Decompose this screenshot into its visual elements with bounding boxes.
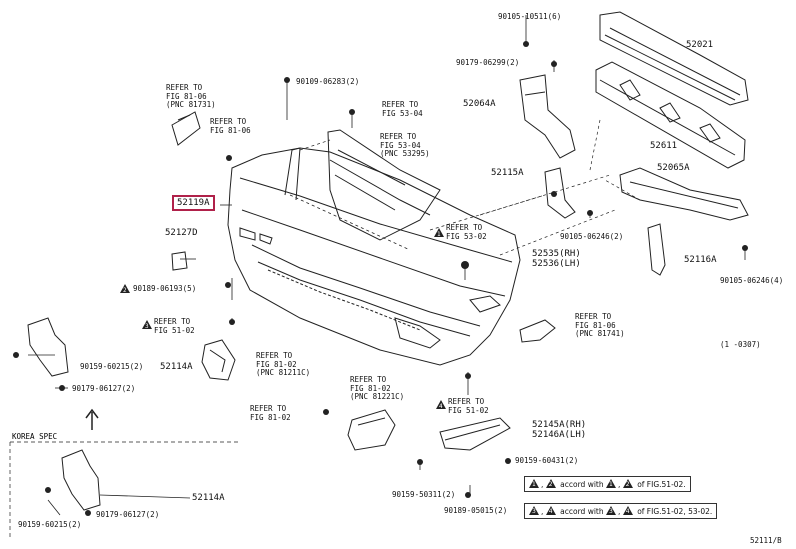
bolt-label[interactable]: 90159-60215(2) <box>18 520 82 529</box>
absorber-52611 <box>595 61 746 169</box>
part-52535[interactable]: 52535(RH) <box>532 249 581 259</box>
bolt-label[interactable]: 90105-10511(6) <box>498 12 562 21</box>
bolt-label[interactable]: 90159-60215(2) <box>80 362 144 371</box>
warning-triangle-icon: 3 <box>142 320 154 330</box>
part-52114A-top[interactable]: 52114A <box>160 362 193 372</box>
bumper-cover <box>227 147 521 366</box>
korea-spec-label: KOREA SPEC <box>12 432 58 441</box>
reinforcement-52021 <box>599 11 749 106</box>
part-52611[interactable]: 52611 <box>650 141 678 151</box>
bolt-label[interactable]: 90105-06246(4) <box>720 276 784 285</box>
part-52146A[interactable]: 52146A(LH) <box>532 430 587 440</box>
part-52114A-bottom[interactable]: 52114A <box>192 493 225 503</box>
warning-triangle-icon: 4 <box>436 400 448 410</box>
bolt-label[interactable]: 90189-06193(5) <box>133 284 197 293</box>
part-52116A[interactable]: 52116A <box>684 255 717 265</box>
part-52065A[interactable]: 52065A <box>657 163 690 173</box>
warning-triangle-icon: 3 <box>606 506 617 515</box>
warning-triangle-icon: 2 <box>120 284 132 294</box>
warning-triangle-icon: 4 <box>622 506 633 515</box>
note-box-2: 3, 4 accord with 3, 4 of FIG.51-02, 53-0… <box>524 503 718 519</box>
warning-triangle-icon: 2 <box>545 479 556 488</box>
bolt-label[interactable]: 90109-06283(2) <box>296 77 360 86</box>
warning-triangle-icon: 1 <box>529 479 539 488</box>
note-box-1: 1, 2 accord with 1, 2 of FIG.51-02. <box>524 476 691 492</box>
warning-triangle-icon: 1 <box>434 228 446 238</box>
warning-triangle-icon: 1 <box>606 479 617 488</box>
highlight-part-52119A[interactable]: 52119A <box>172 195 215 211</box>
bolt-label[interactable]: 90105-06246(2) <box>560 232 624 241</box>
part-52127D[interactable]: 52127D <box>165 228 198 238</box>
bolt-label[interactable]: 90179-06127(2) <box>96 510 160 519</box>
warning-triangle-icon: 2 <box>622 479 633 488</box>
bolt-label[interactable]: 90159-60431(2) <box>515 456 579 465</box>
bolt-label[interactable]: 90179-06127(2) <box>72 384 136 393</box>
part-52115A[interactable]: 52115A <box>491 168 524 178</box>
part-52145A[interactable]: 52145A(RH) <box>532 420 587 430</box>
warning-triangle-icon: 4 <box>545 506 556 515</box>
bolt-label[interactable]: 90189-05015(2) <box>444 506 508 515</box>
part-52536[interactable]: 52536(LH) <box>532 259 581 269</box>
bolt-label[interactable]: 90159-50311(2) <box>392 490 456 499</box>
part-52064A[interactable]: 52064A <box>463 99 496 109</box>
bolt-label[interactable]: 90179-06299(2) <box>456 58 520 67</box>
warning-triangle-icon: 3 <box>529 506 539 515</box>
date-code: (1 -0307) <box>720 340 761 349</box>
page-code: 52111/B <box>750 536 782 545</box>
part-52021[interactable]: 52021 <box>686 40 714 50</box>
